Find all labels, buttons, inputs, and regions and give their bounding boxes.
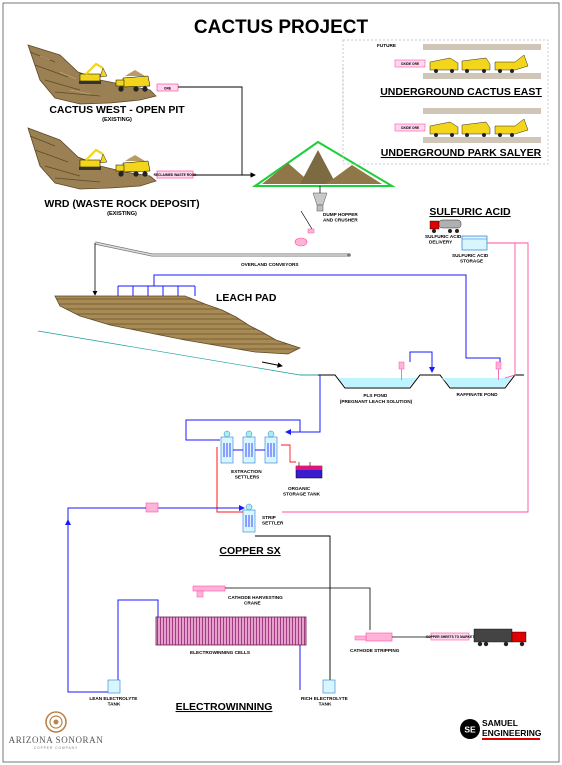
underground-park-salyer-title: UNDERGROUND PARK SALYER: [381, 147, 542, 159]
cactus-west-status: (EXISTING): [102, 117, 132, 123]
overland-conveyors-label: OVERLAND CONVEYORS: [241, 262, 299, 267]
raffinate-pump-icon: [495, 361, 502, 380]
haul-truck-icon: [115, 70, 151, 92]
pls-pond-label: PLS POND (PREGNANT LEACH SOLUTION): [340, 393, 413, 404]
raffinate-return-line: [153, 274, 501, 368]
pad-drain-arrow: [261, 361, 283, 368]
wrd-excavator-icon: [79, 148, 108, 170]
samuel-engineering-mark: SE: [464, 725, 476, 735]
raffinate-pond-graphic: [428, 374, 524, 389]
samuel-engineering-logo: SE SAMUEL ENGINEERING: [460, 718, 542, 740]
lean-electrolyte-label: LEAN ELECTROLYTE TANK: [89, 696, 138, 707]
pls-to-sx-line: [285, 375, 321, 435]
organic-storage-label: ORGANIC STORAGE TANK: [283, 486, 321, 497]
rich-electrolyte-label: RICH ELECTROLYTE TANK: [301, 696, 349, 707]
organic-loop-line: [216, 447, 245, 513]
acid-storage-label: SULFURIC ACID STORAGE: [452, 253, 490, 264]
strip-settler-label: STRIP SETTLER: [262, 515, 284, 526]
page-title: CACTUS PROJECT: [194, 17, 369, 38]
pls-overflow-line: [409, 351, 435, 373]
sx-loop-line: [185, 419, 301, 441]
leach-pad-graphic: [54, 295, 302, 355]
extraction-settler-2: [242, 430, 256, 464]
copper-sx-title: COPPER SX: [219, 545, 280, 557]
park-salyer-graphic: OXIDE ORE: [394, 108, 541, 143]
acid-truck-icon: [429, 219, 462, 233]
rich-electrolyte-tank-icon: [322, 679, 336, 694]
svg-text:COPPER SHEETS TO MARKET: COPPER SHEETS TO MARKET: [426, 635, 474, 639]
electrolyte-pump-icon: [145, 502, 159, 513]
underground-cactus-east-title: UNDERGROUND CACTUS EAST: [380, 86, 542, 98]
future-label: FUTURE: [377, 43, 396, 48]
wrd-title: WRD (WASTE ROCK DEPOSIT): [44, 198, 199, 210]
arizona-sonoran-logo: ARIZONA SONORAN COPPER COMPANY: [9, 711, 104, 750]
acid-storage-tank-icon: [461, 235, 488, 251]
electrowinning-cells-label: ELECTROWINNING CELLS: [190, 650, 250, 655]
electrowinning-title: ELECTROWINNING: [176, 701, 273, 713]
wrd-pit-graphic: [27, 127, 157, 190]
semi-truck-icon: [473, 628, 527, 647]
dump-hopper-icon: [312, 192, 328, 212]
svg-text:RECLAIMED WASTE ROCK: RECLAIMED WASTE ROCK: [154, 173, 197, 177]
cactus-west-title: CACTUS WEST - OPEN PIT: [49, 104, 185, 116]
extraction-settler-1: [220, 430, 234, 464]
cactus-west-ore-tag: ORE: [156, 83, 179, 92]
svg-text:ORE: ORE: [164, 86, 172, 90]
acid-main-line: [282, 242, 529, 513]
cathode-crane-icon: [192, 585, 371, 630]
samuel-engineering-line1: SAMUEL: [482, 718, 518, 728]
organic-storage-tank-icon: [295, 462, 323, 479]
svg-text:OXIDE ORE: OXIDE ORE: [401, 126, 420, 130]
copper-to-market-tag: COPPER SHEETS TO MARKET: [426, 632, 474, 641]
cactus-west-pit-graphic: [27, 44, 157, 105]
dump-hopper-label: DUMP HOPPER AND CRUSHER: [323, 212, 359, 223]
extraction-settlers-label: EXTRACTION SETTLERS: [231, 469, 263, 480]
cactus-east-graphic: OXIDE ORE: [394, 44, 541, 79]
strip-settler-icon: [242, 503, 256, 533]
pls-pond-graphic: [318, 374, 428, 389]
lean-tank-feed-line: [117, 599, 159, 690]
excavator-icon: [79, 62, 108, 84]
cathode-stripping-icon: [354, 632, 393, 642]
sulfuric-acid-title: SULFURIC ACID: [429, 206, 511, 218]
svg-text:OXIDE ORE: OXIDE ORE: [401, 62, 420, 66]
ore-flow-line: [178, 86, 256, 178]
arizona-sonoran-tagline: COPPER COMPANY: [34, 746, 78, 750]
cathode-stripping-label: CATHODE STRIPPING: [350, 648, 400, 653]
drip-header: [117, 285, 196, 296]
acid-delivery-label: SULFURIC ACID DELIVERY: [425, 234, 463, 245]
wrd-haul-truck-icon: [115, 155, 151, 177]
future-box: [342, 39, 549, 165]
overland-conveyor: [94, 241, 351, 257]
acid-to-raffinate-line: [504, 243, 516, 379]
electrowinning-cells-graphic: [155, 616, 307, 646]
lean-electrolyte-tank-icon: [107, 679, 121, 694]
raffinate-pond-label: RAFFINATE POND: [456, 392, 498, 397]
crusher-icon: [294, 210, 315, 247]
cathode-crane-label: CATHODE HARVESTING CRANE: [228, 595, 284, 606]
extraction-settler-3: [264, 430, 278, 464]
leach-pad-title: LEACH PAD: [216, 292, 277, 304]
pls-pump-icon: [398, 361, 405, 380]
wrd-status: (EXISTING): [107, 211, 137, 217]
wrd-ore-tag: RECLAIMED WASTE ROCK: [154, 170, 197, 179]
rich-electrolyte-line: [255, 535, 331, 690]
samuel-engineering-line2: ENGINEERING: [482, 728, 542, 738]
arizona-sonoran-name: ARIZONA SONORAN: [9, 735, 104, 745]
